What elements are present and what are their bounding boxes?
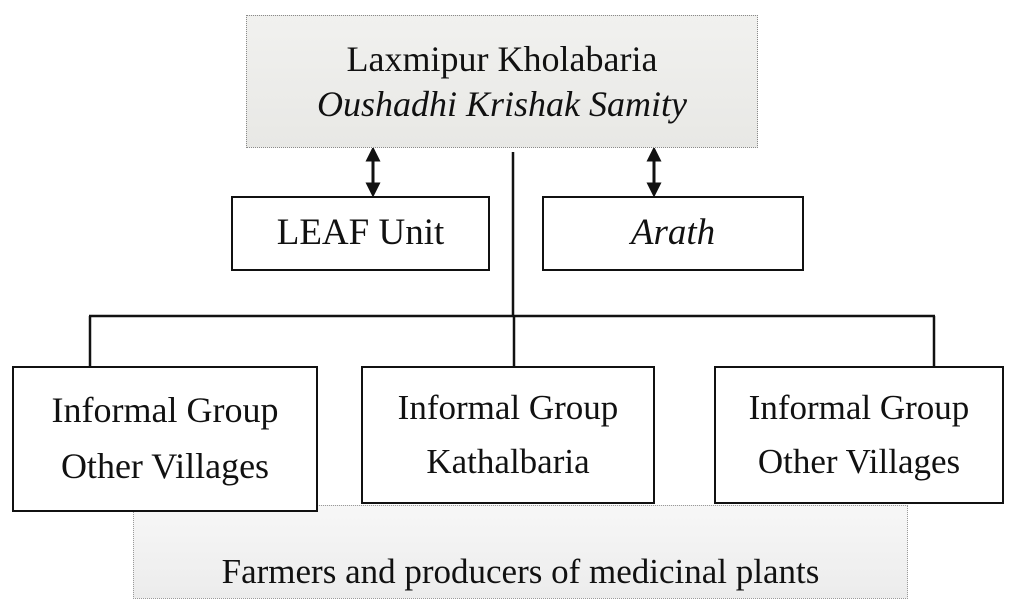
group-box-right: Informal Group Other Villages: [714, 366, 1004, 504]
group-box-left: Informal Group Other Villages: [12, 366, 318, 512]
samity-subtitle: Oushadhi Krishak Samity: [316, 83, 687, 124]
group-box-middle: Informal Group Kathalbaria: [361, 366, 655, 504]
farmers-label: Farmers and producers of medicinal plant…: [221, 552, 820, 592]
group-left-line2: Other Villages: [60, 446, 270, 486]
farmers-box: Farmers and producers of medicinal plant…: [133, 505, 908, 599]
group-mid-line1: Informal Group: [397, 387, 619, 427]
arath-box: Arath: [542, 196, 804, 271]
samity-name: Laxmipur Kholabaria: [346, 38, 658, 79]
arath-label: Arath: [630, 212, 716, 254]
samity-box: Laxmipur Kholabaria Oushadhi Krishak Sam…: [246, 15, 758, 148]
group-right-line2: Other Villages: [757, 442, 961, 481]
group-right-line1: Informal Group: [748, 387, 970, 427]
group-left-line1: Informal Group: [51, 390, 279, 431]
leaf-unit-box: LEAF Unit: [231, 196, 490, 271]
group-mid-line2: Kathalbaria: [426, 442, 590, 481]
leaf-unit-label: LEAF Unit: [276, 212, 445, 254]
